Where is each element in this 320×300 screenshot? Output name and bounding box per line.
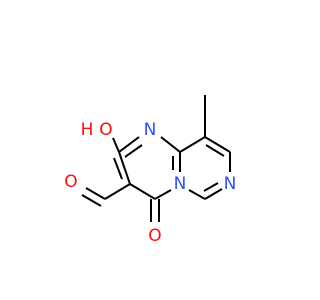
bond-group (81, 95, 231, 222)
atom-carbonyl-o: O (148, 226, 161, 246)
atom-n-bridgehead: N (174, 174, 187, 194)
bond-n5-c4 (154, 189, 172, 200)
bond-cho-o-a (85, 187, 106, 200)
atom-hydroxyl-h: H (81, 120, 94, 140)
molecule-structure: O H N N N O O (64, 95, 236, 246)
bond-n7-c6-b (203, 182, 219, 192)
bond-c3-coh-a (118, 151, 131, 185)
atom-hydroxyl-o: O (99, 120, 112, 140)
bond-c-oh (112, 137, 120, 153)
atom-n-ring: N (224, 174, 237, 194)
bond-c9-c8-b (205, 144, 225, 157)
bond-c-n1-b (124, 144, 143, 158)
bond-c3-coh-b (113, 157, 123, 180)
bond-c-n1-a (118, 136, 140, 153)
bond-cho-o-b (81, 194, 102, 207)
bond-c3-cho (104, 183, 131, 200)
bond-c9-c8-a (204, 136, 231, 153)
bond-c8a-c9 (179, 136, 206, 153)
atom-labels: O H N N N O O (64, 120, 236, 246)
atom-aldehyde-o: O (64, 172, 77, 192)
bond-c6-n5 (188, 189, 206, 200)
atom-n1: N (144, 120, 157, 140)
bond-n7-c6-a (204, 188, 223, 200)
bond-c4-c3 (129, 183, 156, 200)
bond-n1-c8a (160, 136, 181, 153)
